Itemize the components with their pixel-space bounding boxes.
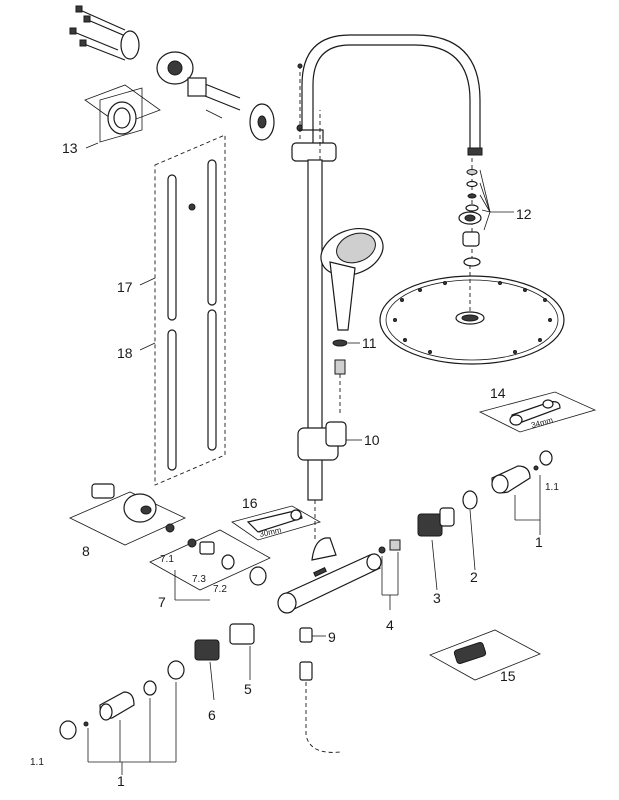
label-17: 17 — [117, 279, 133, 295]
head-shower-parts-12: 12 — [458, 158, 532, 267]
item-1-right-handle: 1 1.1 — [491, 450, 559, 550]
overhead-shower-plate — [379, 265, 565, 365]
item-7-group: 7.1 7.3 7.2 7 — [149, 529, 271, 610]
label-1-1-right: 1.1 — [545, 482, 559, 493]
label-7-1: 7.1 — [160, 554, 174, 565]
hose-connection-11: 11 — [332, 335, 377, 415]
label-14: 14 — [490, 385, 506, 401]
label-1-left: 1 — [117, 773, 125, 789]
item-4-seal-parts: 4 — [378, 539, 401, 633]
item-16-wrench: 16 30mm — [231, 495, 322, 541]
item-3-cartridge: 3 — [417, 507, 455, 606]
item-1-left-handle: 1 1.1 — [30, 660, 185, 789]
label-13: 13 — [62, 140, 78, 156]
label-12: 12 — [516, 206, 532, 222]
item-13-rosette: 13 — [62, 84, 161, 156]
item-2-ring: 2 — [462, 490, 478, 585]
shower-riser — [291, 34, 483, 501]
item-15-spare: 15 — [429, 629, 541, 684]
item-14-key: 14 34mm — [478, 385, 597, 433]
label-18: 18 — [117, 345, 133, 361]
label-6: 6 — [208, 707, 216, 723]
label-15: 15 — [500, 668, 516, 684]
label-5: 5 — [244, 681, 252, 697]
wall-bracket-screws — [69, 5, 241, 119]
wall-rosette-top — [249, 103, 304, 141]
label-3: 3 — [433, 590, 441, 606]
label-2: 2 — [470, 569, 478, 585]
label-11: 11 — [362, 335, 377, 351]
label-7-2: 7.2 — [213, 584, 227, 595]
label-1-1-left: 1.1 — [30, 757, 44, 768]
item-8-wall-connection: 8 — [69, 483, 186, 559]
label-4: 4 — [386, 617, 394, 633]
item-5-cartridge: 5 — [229, 623, 255, 697]
item-6-thermo-element: 6 — [194, 639, 220, 723]
hand-shower — [320, 228, 384, 331]
label-10: 10 — [364, 432, 380, 448]
label-7: 7 — [158, 594, 166, 610]
slider-10: 10 — [297, 421, 380, 461]
label-8: 8 — [82, 543, 90, 559]
thermostat-body — [277, 500, 382, 614]
label-7-3: 7.3 — [192, 574, 206, 585]
rail-box: 17 18 — [117, 134, 226, 486]
label-1-right: 1 — [535, 534, 543, 550]
label-9: 9 — [328, 629, 336, 645]
label-16: 16 — [242, 495, 258, 511]
item-9-connector: 9 — [299, 627, 341, 753]
